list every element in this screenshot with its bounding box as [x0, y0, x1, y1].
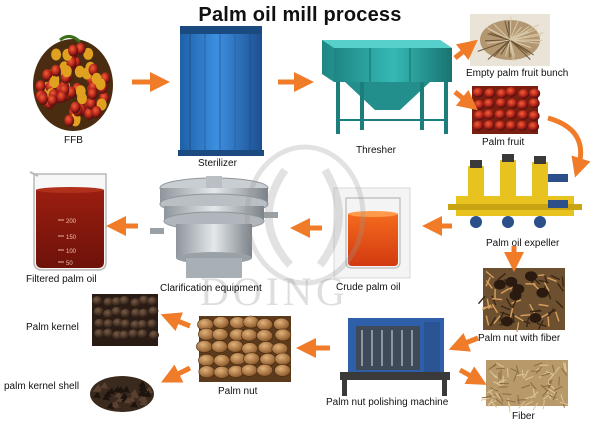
arrow-thresher-to-empty-bunch — [455, 46, 470, 58]
label-polisher: Palm nut polishing machine — [326, 397, 448, 409]
label-expeller: Palm oil expeller — [486, 238, 559, 250]
page-title: Palm oil mill process — [0, 4, 600, 27]
palm-nuts-icon — [196, 316, 291, 382]
nut-fiber-icon — [479, 268, 566, 332]
sterilizer-icon — [178, 26, 264, 156]
label-empty-bunch: Empty palm fruit bunch — [466, 68, 568, 80]
label-ffb: FFB — [64, 135, 83, 147]
polishing-drum-icon — [340, 318, 450, 396]
beaker-scale-50: 50 — [66, 261, 73, 267]
kernels-icon — [92, 294, 159, 346]
label-kernel: Palm kernel — [26, 322, 79, 334]
label-fiber: Fiber — [512, 411, 535, 423]
beaker-scale-100: 100 — [66, 249, 77, 255]
thresher-icon — [322, 40, 452, 134]
label-kernel-shell: palm kernel shell — [4, 381, 79, 393]
shell-pile-icon — [90, 376, 154, 412]
label-crude-oil: Crude palm oil — [336, 282, 400, 294]
palm-fruits-icon — [472, 86, 540, 134]
beaker-scale-200: 200 — [66, 219, 77, 225]
arrow-polisher-to-fiber — [460, 370, 478, 380]
arrow-fruit-to-expeller — [548, 118, 581, 168]
label-filtered-oil: Filtered palm oil — [26, 274, 97, 286]
filtered-oil-beaker-icon: 200 150 100 50 — [30, 172, 106, 270]
arrow-palm-nut-to-kernel — [170, 318, 190, 326]
label-thresher: Thresher — [356, 145, 396, 157]
fiber-pile-icon — [481, 360, 569, 413]
arrow-palm-nut-to-shell — [170, 368, 190, 378]
ffb-icon — [33, 36, 113, 131]
beaker-scale-150: 150 — [66, 235, 77, 241]
label-sterilizer: Sterilizer — [198, 158, 237, 170]
label-palm-nut: Palm nut — [218, 386, 257, 398]
label-clarification: Clarification equipment — [160, 283, 262, 295]
arrow-thresher-to-palm-fruit — [455, 92, 470, 104]
label-nut-fiber: Palm nut with fiber — [478, 333, 560, 345]
label-palm-fruit: Palm fruit — [482, 137, 524, 149]
watermark-logo — [230, 140, 380, 290]
screw-press-icon — [448, 154, 582, 228]
arrow-nut-fiber-to-polisher — [458, 338, 478, 346]
